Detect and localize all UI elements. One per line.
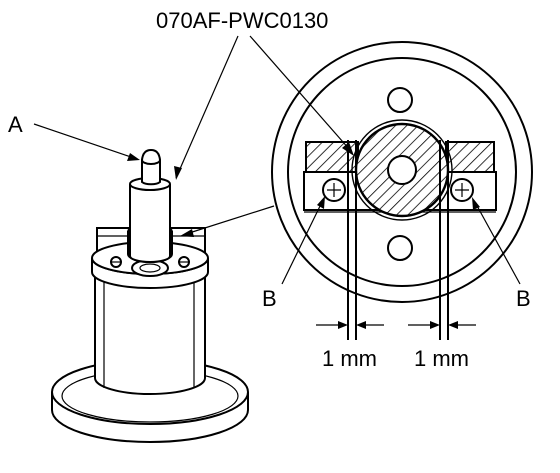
dim-arrows-left [316,321,384,329]
right-bolt [178,256,190,268]
left-bolt [110,256,122,268]
tool-tip-section [351,119,453,221]
label-a: A [8,112,23,137]
detail-bolt-right [450,178,474,202]
label-b-left: B [262,286,277,311]
leader-lines [33,35,521,285]
bottom-hole [387,235,413,261]
detail-bolt-left [322,178,346,202]
pin-tip [141,148,161,186]
dim-arrows-right [408,321,476,329]
body-cylinder [94,276,206,395]
detail-outer-circle [271,41,533,303]
shaft [129,177,171,263]
dimension-left: 1 mm [322,346,377,371]
label-b-right: B [516,286,531,311]
dimension-right: 1 mm [414,346,469,371]
top-hole [387,87,413,113]
gap-lines [347,140,449,340]
part-number-label: 070AF-PWC0130 [156,8,328,33]
tool-assembly [51,148,249,443]
detail-inner-circle [287,57,517,287]
detail-view [271,41,533,340]
